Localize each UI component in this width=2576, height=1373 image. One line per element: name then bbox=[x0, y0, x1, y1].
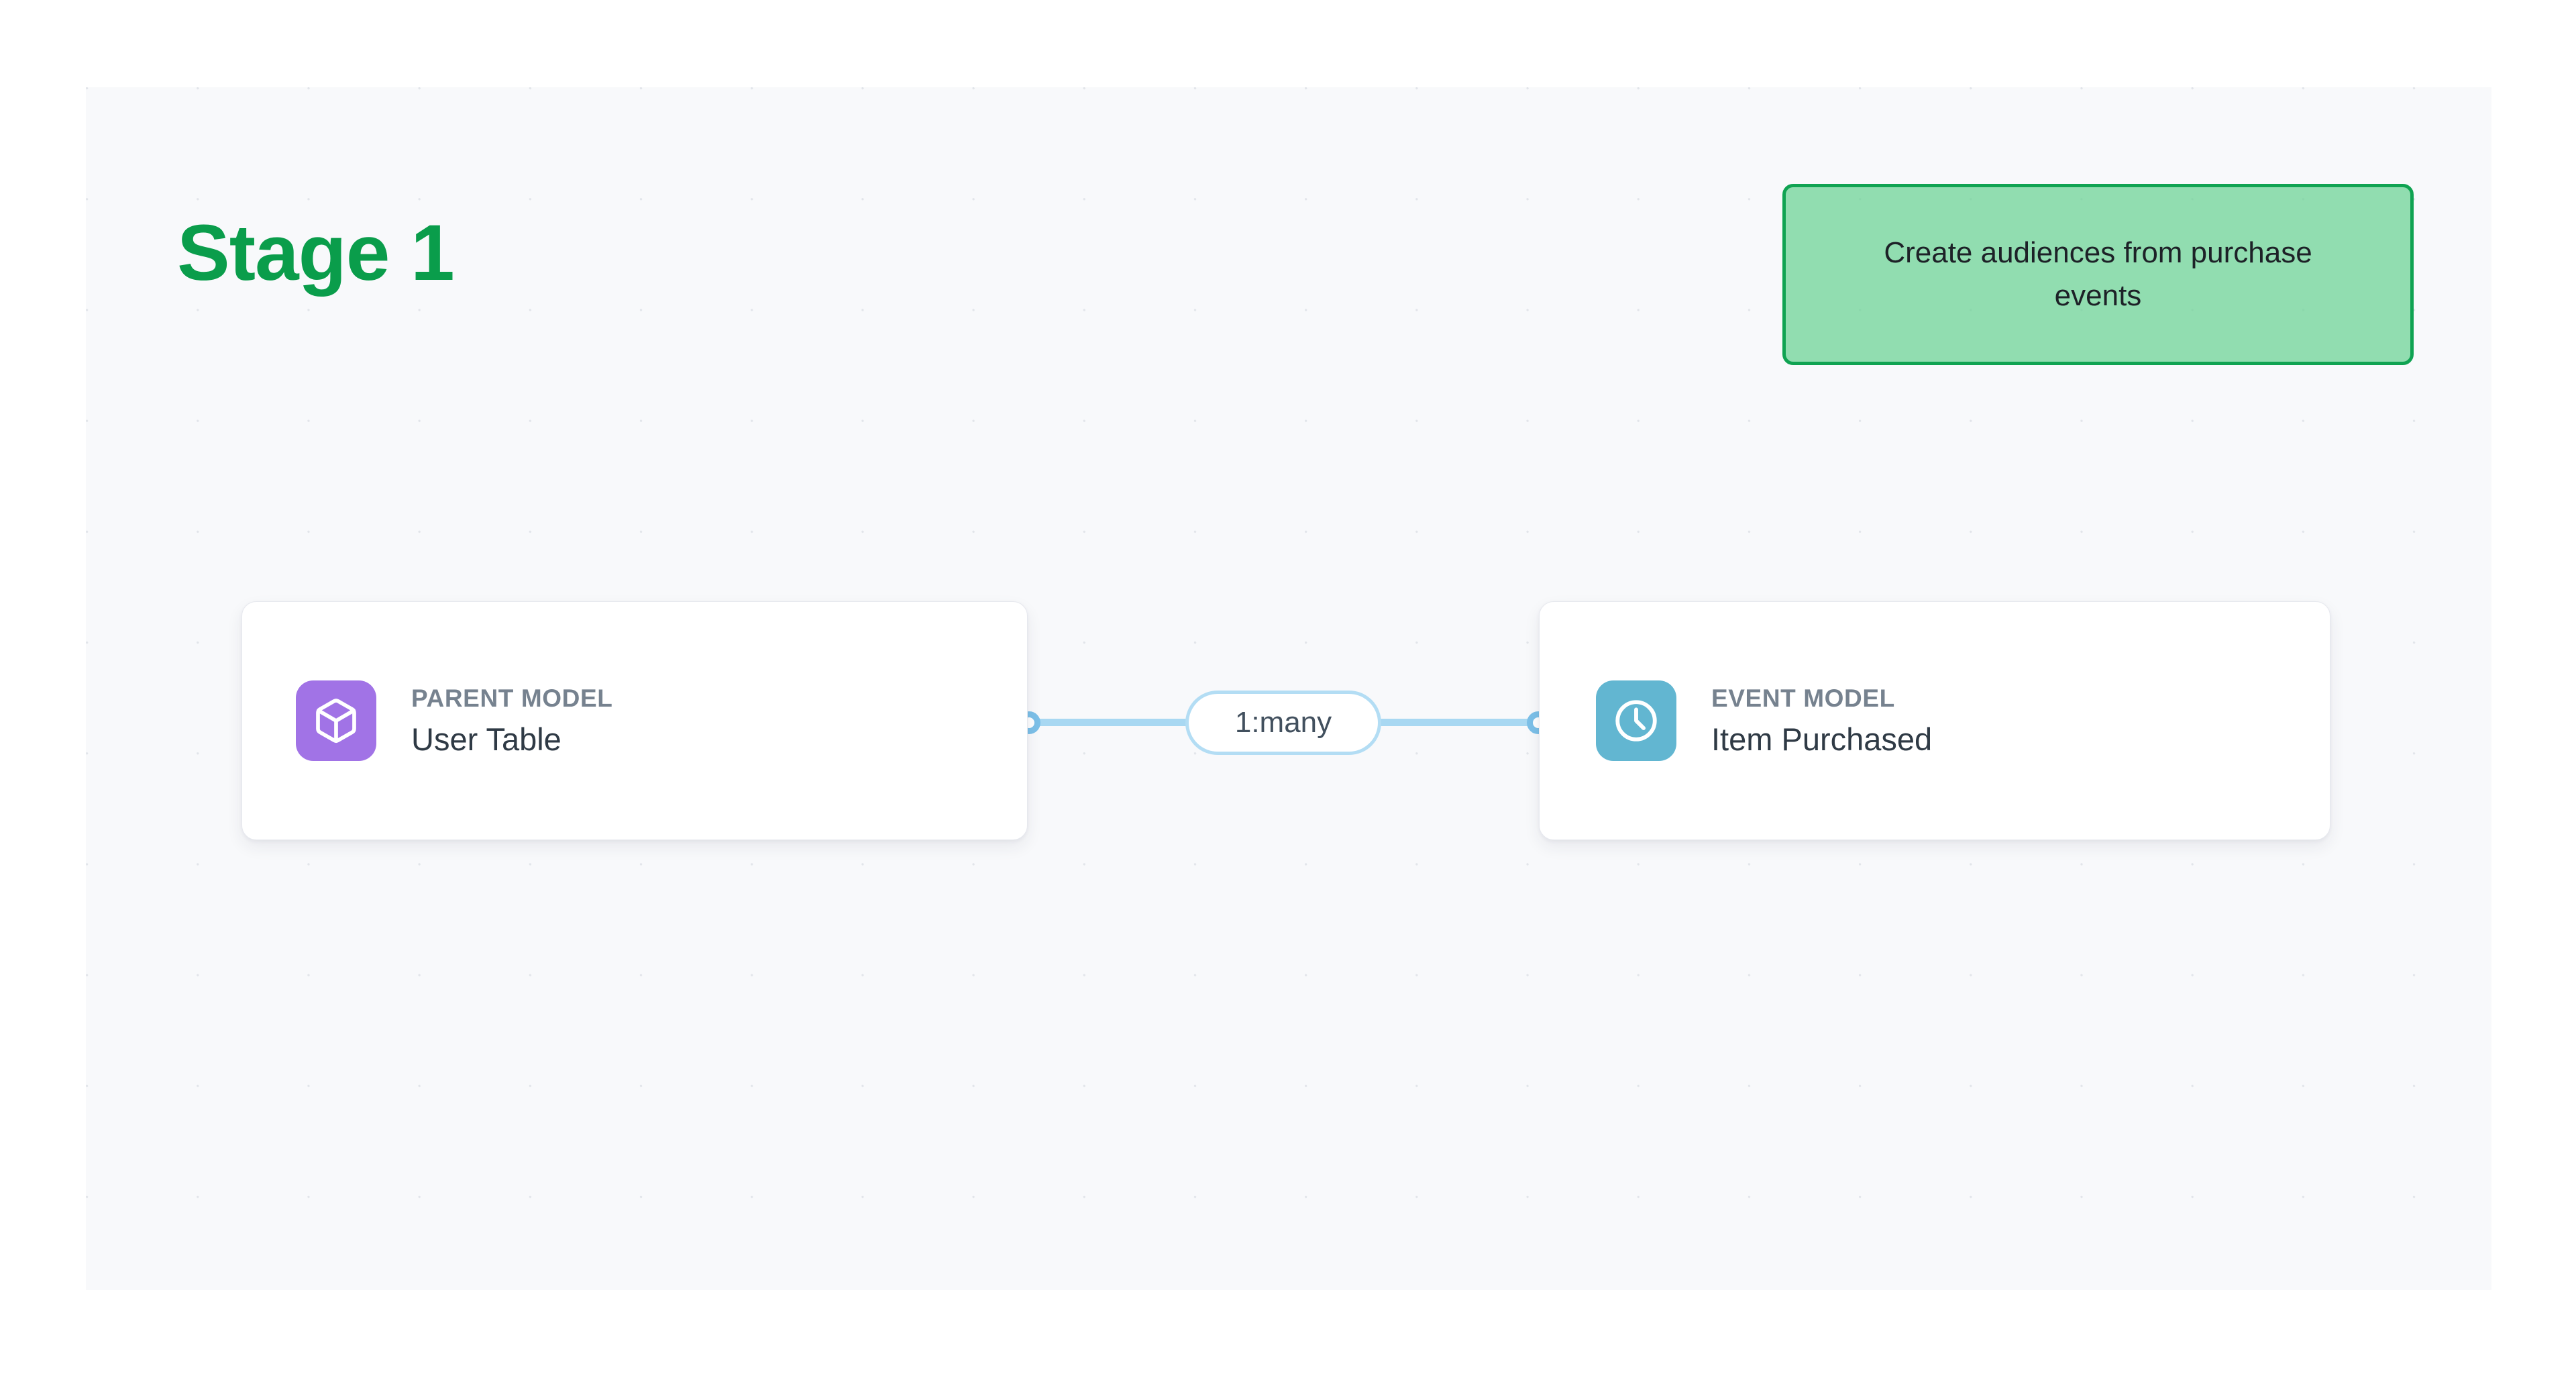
clock-icon bbox=[1596, 680, 1676, 761]
node-event-model-kicker: EVENT MODEL bbox=[1711, 684, 1895, 712]
node-parent-model-kicker: PARENT MODEL bbox=[411, 684, 613, 712]
relationship-cardinality-label: 1:many bbox=[1234, 706, 1332, 739]
relationship-label-pill[interactable]: 1:many bbox=[1185, 691, 1381, 755]
node-event-model-title: Item Purchased bbox=[1711, 721, 1933, 757]
node-event-model-text: EVENT MODEL Item Purchased bbox=[1711, 684, 1933, 757]
node-parent-model-text: PARENT MODEL User Table bbox=[411, 684, 613, 757]
node-parent-model-title: User Table bbox=[411, 721, 561, 757]
cube-icon bbox=[296, 680, 376, 761]
cube-icon-glyph bbox=[316, 699, 356, 744]
node-event-model[interactable]: EVENT MODEL Item Purchased bbox=[1539, 601, 2330, 840]
clock-icon-glyph bbox=[1615, 700, 1657, 742]
node-parent-model[interactable]: PARENT MODEL User Table bbox=[241, 601, 1028, 840]
page-title: Stage 1 bbox=[177, 209, 455, 297]
goal-badge-label: Create audiences from purchase events bbox=[1884, 236, 2312, 312]
goal-badge: Create audiences from purchase events bbox=[1782, 184, 2414, 365]
